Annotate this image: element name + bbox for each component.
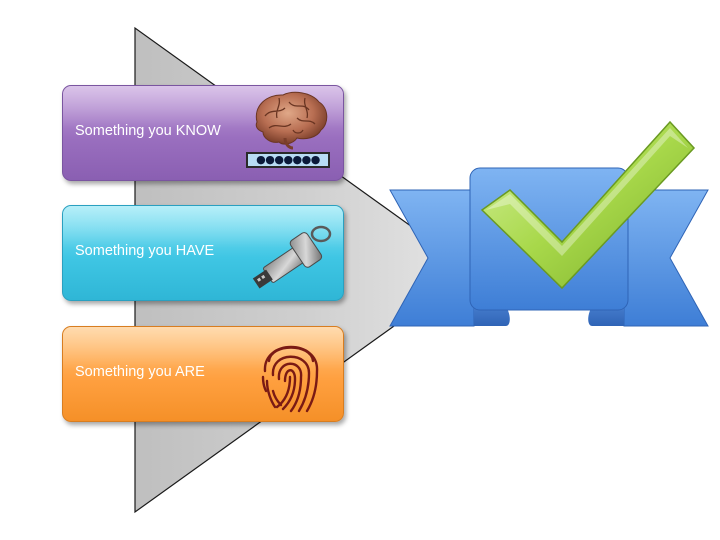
factor-know-label: Something you KNOW <box>75 123 221 139</box>
brain-icon <box>255 91 328 150</box>
password-field-icon: ●●●●●●● <box>246 152 330 168</box>
checkmark-ribbon-icon <box>389 120 709 327</box>
factor-know-box: Something you KNOW ●●●●●●● <box>62 85 344 181</box>
factor-are-box: Something you ARE <box>62 326 344 422</box>
factor-have-box: Something you HAVE <box>62 205 344 301</box>
factor-are-label: Something you ARE <box>75 364 205 380</box>
factor-have-label: Something you HAVE <box>75 243 215 259</box>
usb-key-icon <box>252 225 332 289</box>
fingerprint-icon <box>261 345 319 413</box>
